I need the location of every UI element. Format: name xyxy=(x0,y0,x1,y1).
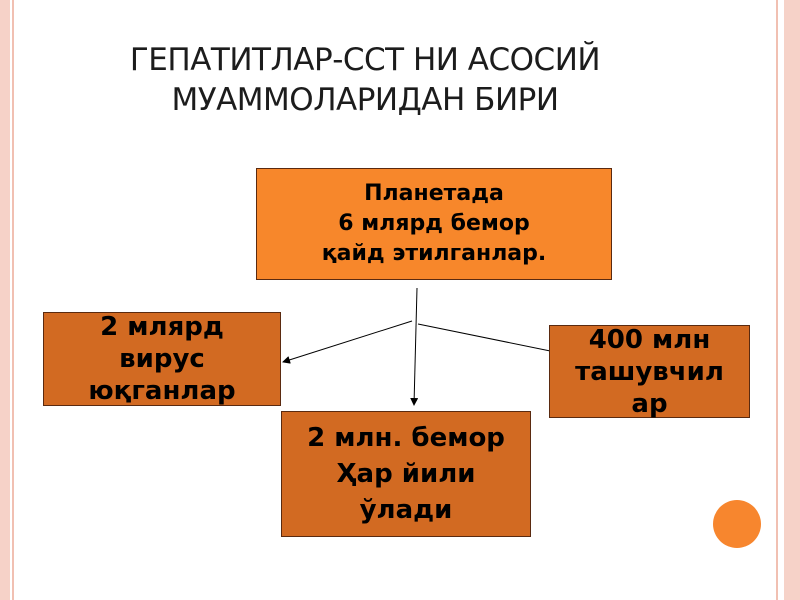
box-top-line-1: Планетада xyxy=(364,181,504,206)
decorative-circle xyxy=(713,500,761,548)
right-border-line xyxy=(776,0,778,600)
box-planet-patients: Планетада 6 млярд бемор қайд этилганлар. xyxy=(256,168,612,280)
arrow-to-middle xyxy=(410,287,419,406)
box-yearly-deaths: 2 млн. бемор Ҳар йили ўлади xyxy=(281,411,531,537)
box-left-line-2: вирус xyxy=(119,344,205,374)
box-left-line-1: 2 млярд xyxy=(100,312,224,342)
box-top-line-2: 6 млярд бемор xyxy=(338,211,530,236)
box-virus-infected: 2 млярд вирус юқганлар xyxy=(43,312,281,406)
title-line-1: ГЕПАТИТЛАР-ССТ НИ АСОСИЙ xyxy=(129,42,601,78)
box-middle-line-3: ўлади xyxy=(359,495,453,525)
box-top-line-3: қайд этилганлар. xyxy=(321,241,547,266)
box-middle-line-2: Ҳар йили xyxy=(336,459,476,489)
box-right-line-3: ар xyxy=(631,388,668,419)
box-left-line-3: юқганлар xyxy=(88,376,236,406)
box-carriers: 400 млн ташувчил ар xyxy=(549,324,750,419)
slide-title: ГЕПАТИТЛАР-ССТ НИ АСОСИЙ МУАММОЛАРИДАН Б… xyxy=(100,40,630,120)
title-line-2: МУАММОЛАРИДАН БИРИ xyxy=(171,82,559,118)
arrow-to-right xyxy=(417,323,566,357)
box-middle-line-1: 2 млн. бемор xyxy=(307,423,505,453)
arrow-to-left xyxy=(282,320,413,364)
right-border-decoration xyxy=(784,0,800,600)
box-right-line-1: 400 млн xyxy=(588,324,711,355)
left-border-decoration xyxy=(0,0,10,600)
left-border-line xyxy=(12,0,14,600)
box-right-line-2: ташувчил xyxy=(575,356,724,387)
